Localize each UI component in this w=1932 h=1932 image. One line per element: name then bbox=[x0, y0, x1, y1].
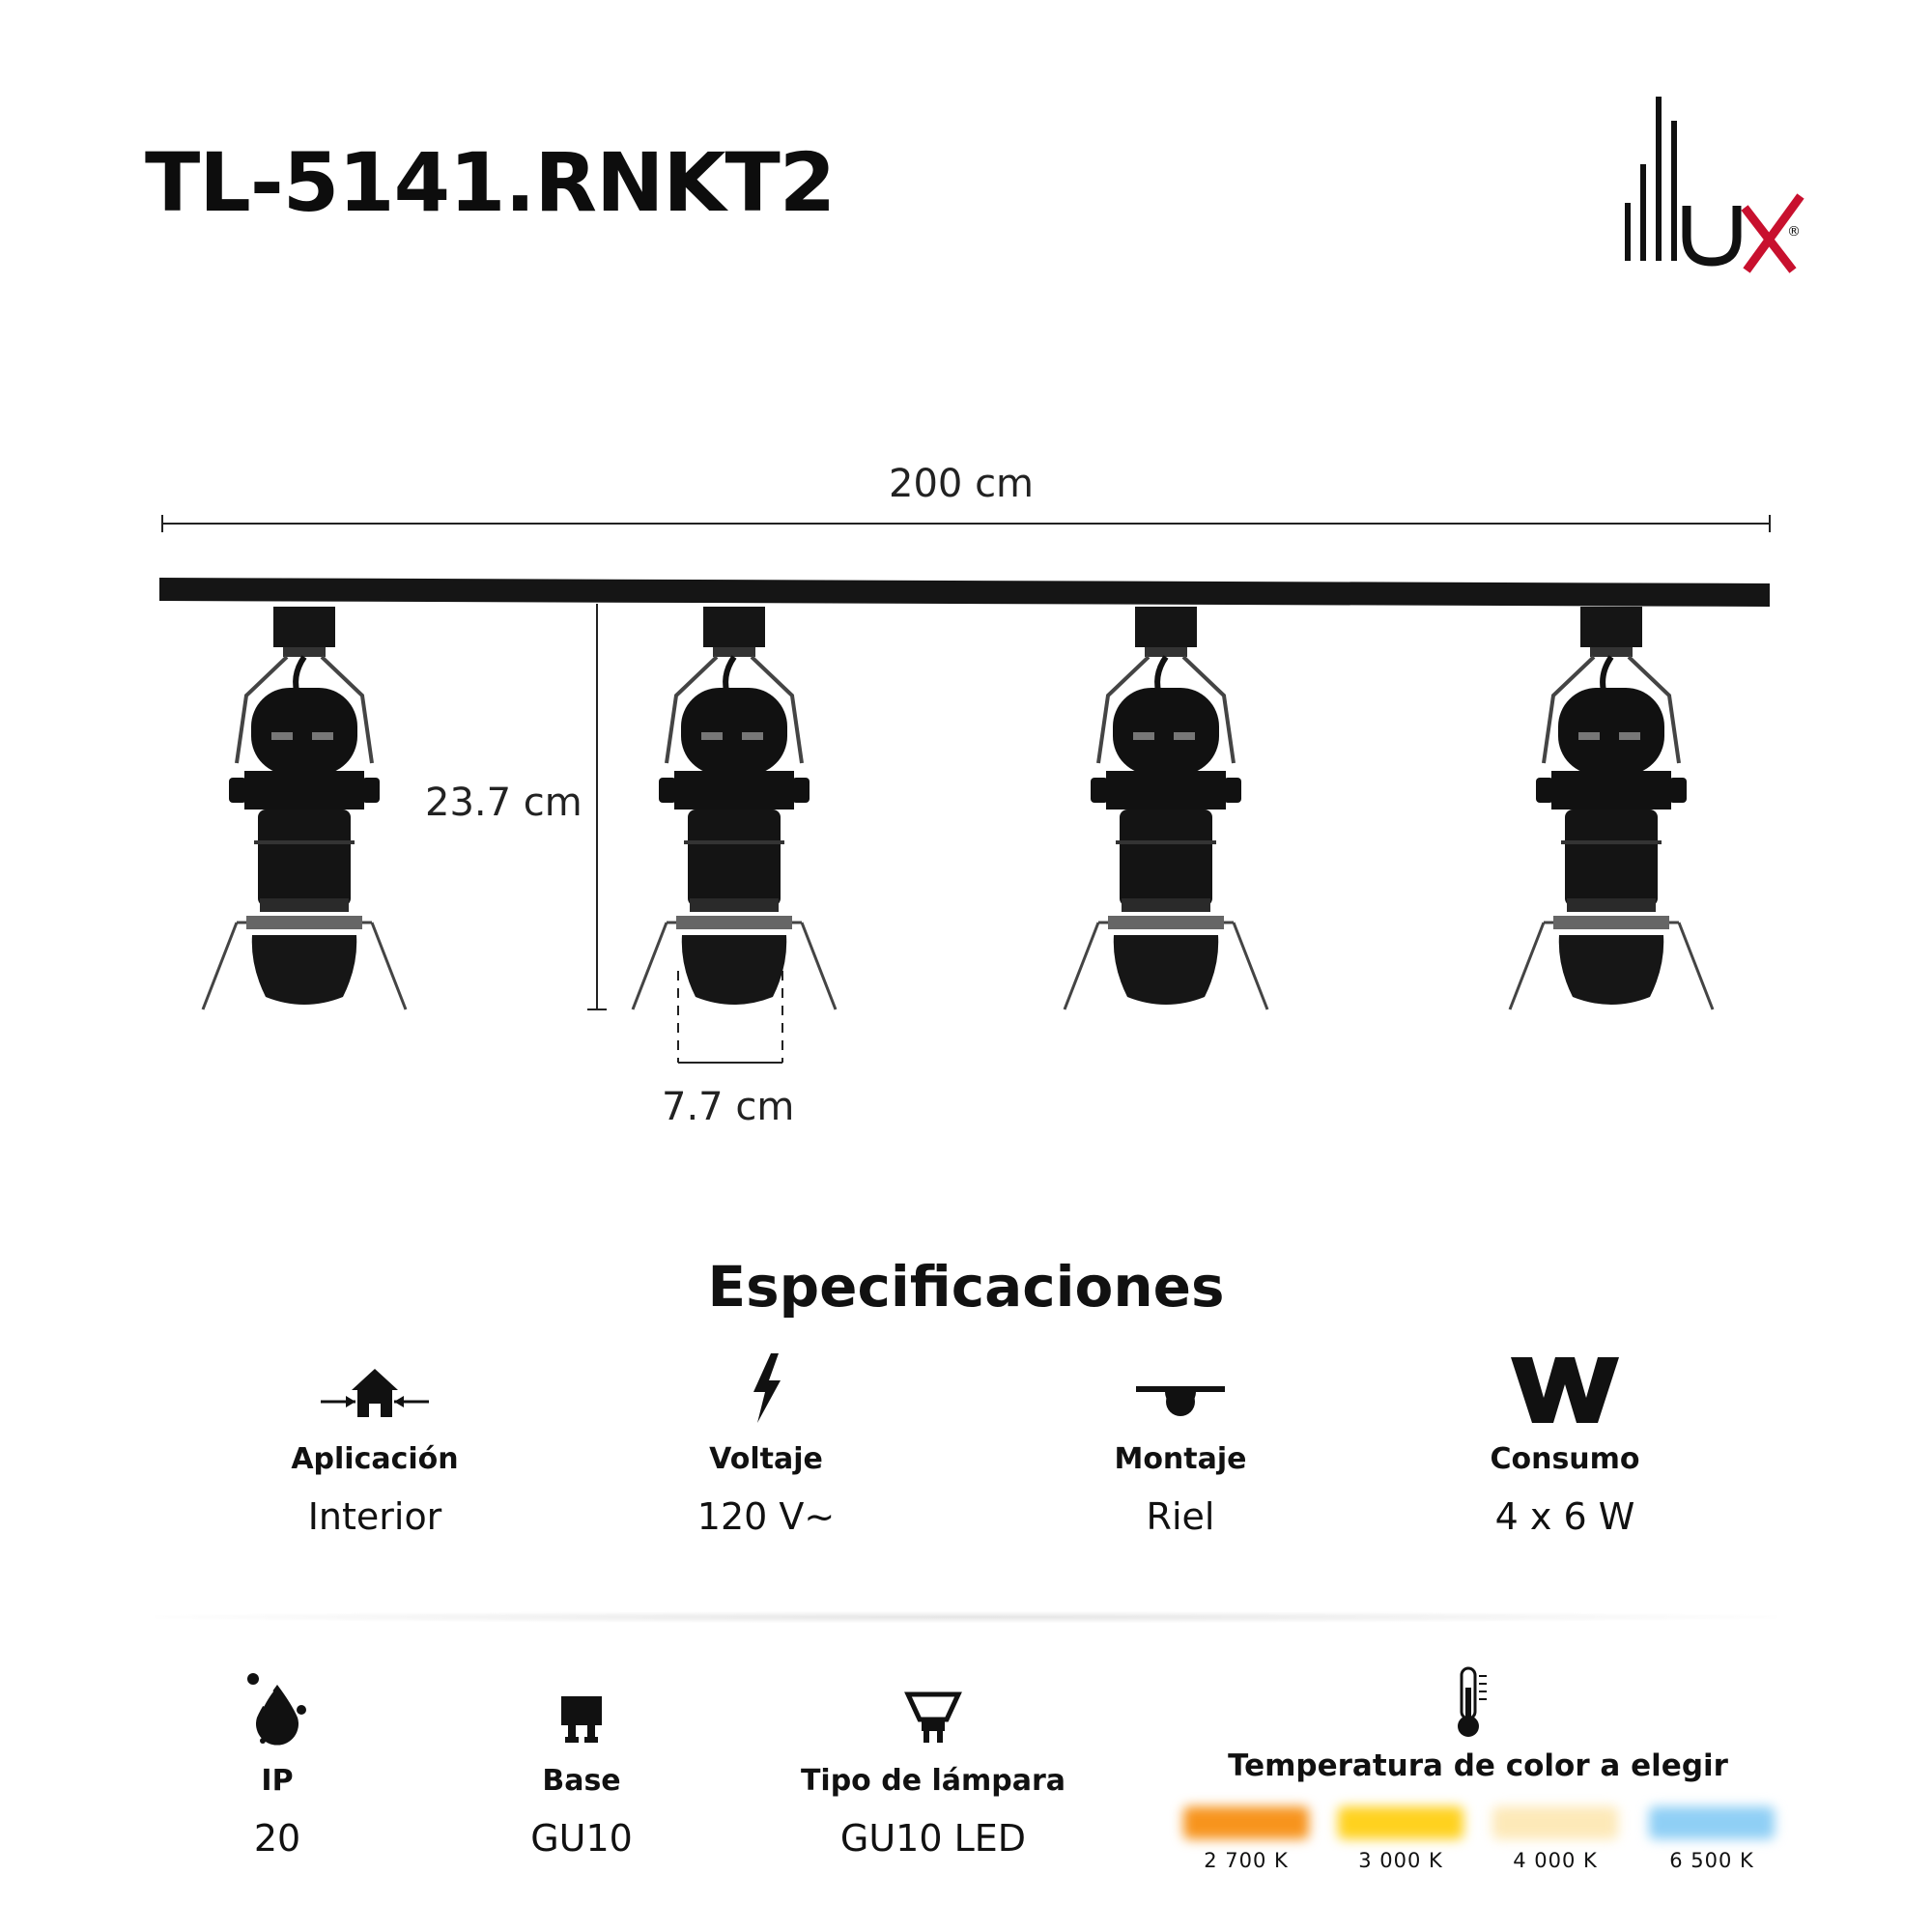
base-pins-icon bbox=[388, 1660, 775, 1747]
watt-icon bbox=[1372, 1338, 1758, 1425]
width-dimension-line bbox=[161, 515, 1771, 532]
spec-voltaje: Voltaje 120 V~ bbox=[573, 1338, 959, 1538]
spec-label: Consumo bbox=[1490, 1442, 1640, 1476]
model-title: TL-5141.RNKT2 bbox=[145, 135, 836, 230]
color-temp-title: Temperatura de color a elegir bbox=[1228, 1748, 1728, 1783]
color-temp-label: 3 000 K bbox=[1358, 1849, 1443, 1872]
spec-ip: IP 20 bbox=[84, 1660, 470, 1860]
spec-label: Montaje bbox=[1114, 1442, 1247, 1476]
registered-mark: ® bbox=[1787, 224, 1801, 240]
head-width-dimension-line bbox=[677, 971, 783, 1064]
width-label: 200 cm bbox=[889, 462, 1035, 506]
spec-tipo-lampara: Tipo de lámpara GU10 LED bbox=[740, 1660, 1126, 1860]
lightning-icon bbox=[573, 1338, 959, 1425]
section-divider bbox=[155, 1611, 1777, 1623]
track-light-fixture bbox=[631, 607, 838, 1010]
height-dimension-line bbox=[587, 604, 607, 1010]
spec-label: Base bbox=[542, 1764, 621, 1798]
spec-label: Tipo de lámpara bbox=[800, 1764, 1066, 1798]
spec-label: Aplicación bbox=[291, 1442, 459, 1476]
track-light-fixture bbox=[201, 607, 408, 1010]
spec-aplicacion: Aplicación Interior bbox=[182, 1338, 568, 1538]
spec-label: IP bbox=[261, 1764, 294, 1798]
spec-value: Interior bbox=[307, 1495, 442, 1538]
spec-value: 20 bbox=[253, 1817, 301, 1860]
track-rail bbox=[159, 578, 1770, 607]
illux-logo bbox=[1625, 97, 1804, 273]
rail-mount-icon bbox=[987, 1338, 1374, 1425]
color-swatch bbox=[1492, 1806, 1618, 1839]
spec-montaje: Montaje Riel bbox=[987, 1338, 1374, 1538]
spec-label: Voltaje bbox=[709, 1442, 823, 1476]
color-swatch bbox=[1649, 1806, 1775, 1839]
spec-value: Riel bbox=[1146, 1495, 1215, 1538]
thermometer-icon bbox=[1454, 1666, 1492, 1744]
spec-value: 120 V~ bbox=[696, 1495, 836, 1538]
ip-drop-icon bbox=[84, 1660, 470, 1747]
height-label: 23.7 cm bbox=[425, 781, 582, 825]
spec-base: Base GU10 bbox=[388, 1660, 775, 1860]
track-light-fixture bbox=[1063, 607, 1269, 1010]
spec-value: 4 x 6 W bbox=[1494, 1495, 1635, 1538]
color-temp-label: 4 000 K bbox=[1513, 1849, 1598, 1872]
color-temp-label: 6 500 K bbox=[1669, 1849, 1754, 1872]
spec-value: GU10 bbox=[530, 1817, 633, 1860]
color-swatch bbox=[1183, 1806, 1309, 1839]
specs-title: Especificaciones bbox=[707, 1254, 1225, 1320]
house-icon bbox=[182, 1338, 568, 1425]
spec-consumo: Consumo 4 x 6 W bbox=[1372, 1338, 1758, 1538]
head-width-label: 7.7 cm bbox=[662, 1085, 795, 1129]
color-temp-label: 2 700 K bbox=[1204, 1849, 1289, 1872]
spec-value: GU10 LED bbox=[839, 1817, 1027, 1860]
lamp-icon bbox=[740, 1660, 1126, 1747]
color-swatch bbox=[1338, 1806, 1463, 1839]
track-light-fixture bbox=[1508, 607, 1715, 1010]
product-drawing bbox=[159, 515, 1771, 1064]
